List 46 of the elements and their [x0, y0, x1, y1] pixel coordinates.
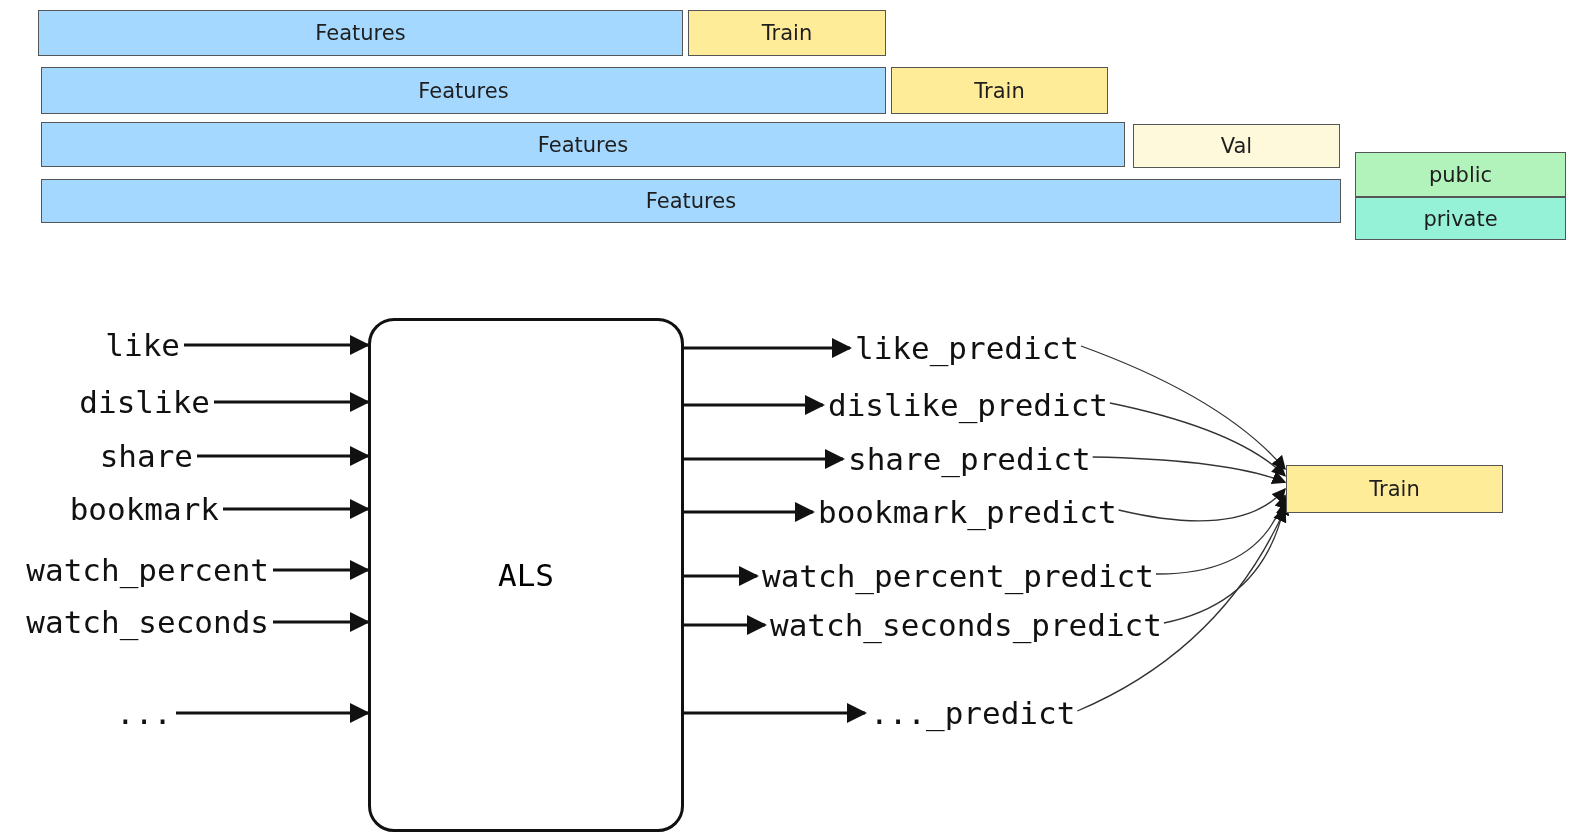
bar-label: Features: [315, 21, 406, 45]
model-label: ALS: [498, 557, 554, 593]
arrow: [214, 392, 370, 412]
arrow: [684, 338, 852, 358]
arrow: [273, 560, 370, 580]
arrow: [684, 502, 815, 522]
bar-label: Train: [974, 78, 1025, 103]
input-label: like: [105, 329, 180, 361]
bar-label: Train: [761, 21, 813, 45]
feature-bar: [41, 122, 1125, 167]
arrow: [223, 499, 370, 519]
bar-label: Train: [1369, 477, 1420, 501]
arrow: [1118, 488, 1286, 522]
arrow: [273, 612, 370, 632]
private-bar: [1355, 197, 1566, 240]
arrow: [197, 446, 370, 466]
input-label: share: [99, 440, 193, 472]
arrow: [684, 703, 867, 723]
train-bar: [891, 67, 1108, 114]
arrow: [684, 395, 825, 415]
bar-label: Features: [537, 132, 629, 157]
arrow: [684, 615, 767, 635]
arrow: [1155, 494, 1288, 575]
arrow: [1092, 456, 1287, 485]
arrow: [184, 335, 370, 355]
model-box: [368, 318, 684, 832]
bar-label: private: [1423, 206, 1498, 231]
bar-label: Features: [418, 78, 509, 103]
arrow: [684, 566, 759, 586]
arrow: [1109, 402, 1287, 477]
input-label: bookmark: [69, 493, 219, 525]
arrow: [176, 703, 370, 723]
bar-label: Val: [1220, 134, 1253, 158]
feature-bar: [41, 179, 1341, 223]
bar-label: Features: [645, 189, 737, 213]
public-bar: [1355, 152, 1566, 197]
input-label: dislike: [79, 386, 210, 418]
train-bar: [1286, 465, 1503, 513]
train-bar: [688, 10, 886, 56]
input-label: ...: [116, 697, 172, 729]
feature-bar: [38, 10, 683, 56]
bar-label: public: [1428, 162, 1493, 187]
arrow: [1080, 345, 1286, 471]
arrow: [684, 449, 845, 469]
feature-bar: [41, 67, 886, 114]
validation-bar: [1133, 124, 1340, 168]
